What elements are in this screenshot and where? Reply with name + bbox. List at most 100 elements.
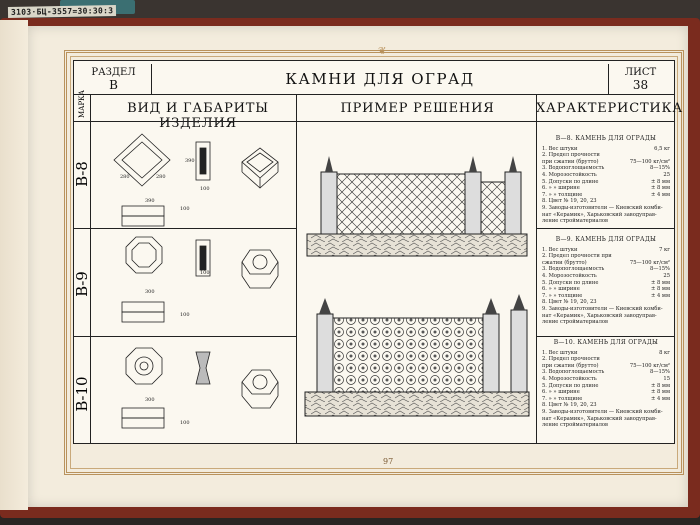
dim-label: 100 bbox=[180, 420, 190, 426]
sheet-label: ЛИСТ bbox=[624, 67, 657, 78]
spec-line-value: 25 bbox=[663, 171, 670, 178]
spec-line-label: 3. Водопоглощаемость bbox=[542, 266, 605, 273]
section-box: РАЗДЕЛ В bbox=[76, 64, 152, 94]
spec-line-label: ление стройматериалов bbox=[542, 218, 608, 225]
spec-line: 8. Цвет № 19, 20, 23 bbox=[542, 299, 670, 306]
spec-line-value: 8 кг bbox=[659, 349, 670, 356]
spec-line-label: 2. Предел прочности bbox=[542, 152, 600, 159]
ornament-icon: ❦ bbox=[378, 46, 387, 57]
spec-line: 9. Заводы-изготовители — Киевский комби- bbox=[542, 306, 670, 313]
spec-line-value: ± 8 мм bbox=[650, 286, 670, 293]
spec-line-label: при сжатии (брутто) bbox=[542, 158, 599, 165]
dim-label: 390 bbox=[145, 198, 155, 204]
spec-line-value: 75—100 кг/см² bbox=[629, 259, 670, 266]
book-spine bbox=[0, 20, 28, 510]
row-divider bbox=[73, 336, 296, 337]
spec-line-label: 9. Заводы-изготовители — Киевский комби- bbox=[542, 204, 663, 211]
spec-title: В—9. КАМЕНЬ ДЛЯ ОГРАДЫ bbox=[555, 236, 657, 243]
b9-bottom-view bbox=[121, 301, 165, 323]
spec-line: 7. » » толщине± 4 мм bbox=[542, 396, 670, 403]
spec-line-label: нат «Керамик», Харьковский заводуправ- bbox=[542, 415, 657, 422]
column-header-view: ВИД И ГАБАРИТЫ ИЗДЕЛИЯ bbox=[127, 101, 269, 131]
header-divider bbox=[73, 94, 675, 95]
spec-line: при сжатии (брутто)75—100 кг/см² bbox=[542, 159, 670, 166]
spec-line: ление стройматериалов bbox=[542, 218, 670, 225]
spec-line: 5. Допуски по длине± 8 мм bbox=[542, 383, 670, 390]
spec-line-label: 6. » » ширине bbox=[542, 185, 580, 192]
spec-line-value: ± 8 мм bbox=[650, 382, 670, 389]
spec-line-label: 6. » » ширине bbox=[542, 389, 580, 396]
dim-label: 300 bbox=[145, 397, 155, 403]
spec-line: 6. » » ширине± 8 мм bbox=[542, 185, 670, 192]
spec-line-label: 3. Водопоглощаемость bbox=[542, 369, 605, 376]
spec-line-label: 2. Предел прочности bbox=[542, 356, 600, 363]
spec-line-label: 8. Цвет № 19, 20, 23 bbox=[542, 198, 597, 205]
spec-line-value: 8—15% bbox=[649, 266, 670, 273]
spec-line-label: 2. Предел прочности при bbox=[542, 253, 612, 260]
spec-line-label: ление стройматериалов bbox=[542, 422, 608, 429]
spec-line: 2. Предел прочности bbox=[542, 152, 670, 159]
spec-line: 3. Водопоглощаемость 8—15% bbox=[542, 266, 670, 273]
spec-line-label: 1. Вес штуки bbox=[542, 145, 578, 152]
b10-side-view bbox=[195, 351, 211, 385]
spec-line-value: 15 bbox=[663, 375, 670, 382]
b8-diamond-view bbox=[113, 133, 171, 187]
spec-line-value: ± 4 мм bbox=[650, 292, 670, 299]
page-number: 97 bbox=[383, 457, 394, 466]
spec-line: 7. » » толщине± 4 мм bbox=[542, 293, 670, 300]
column-header-marka: МАРКА bbox=[78, 90, 86, 118]
spec-title: В—8. КАМЕНЬ ДЛЯ ОГРАДЫ bbox=[555, 135, 657, 142]
dim-label: 280 bbox=[120, 174, 130, 180]
spec-line-label: 6. » » ширине bbox=[542, 286, 580, 293]
sheet-box: ЛИСТ 38 bbox=[608, 64, 672, 94]
sheet-value: 38 bbox=[632, 78, 649, 92]
spec-line-label: 5. Допуски по длине bbox=[542, 178, 599, 185]
spec-line: сжатии (брутто)75—100 кг/см² bbox=[542, 260, 670, 267]
ornamental-frame bbox=[64, 50, 684, 475]
spec-line-label: 9. Заводы-изготовители — Киевский комби- bbox=[542, 305, 663, 312]
b8-bottom-view bbox=[121, 205, 165, 227]
spec-line-label: при сжатии (брутто) bbox=[542, 362, 599, 369]
spec-line-label: нат «Керамик», Харьковский заводуправ- bbox=[542, 312, 657, 319]
spec-divider bbox=[536, 228, 675, 229]
spec-line: 8. Цвет № 19, 20, 23 bbox=[542, 198, 670, 205]
spec-line: 5. Допуски по длине± 8 мм bbox=[542, 280, 670, 287]
spec-line-label: 7. » » толщине bbox=[542, 395, 583, 402]
spec-line: 9. Заводы-изготовители — Киевский комби- bbox=[542, 409, 670, 416]
spec-line: нат «Керамик», Харьковский заводуправ- bbox=[542, 416, 670, 423]
fence-example-b10 bbox=[304, 294, 530, 417]
spec-line-value: ± 4 мм bbox=[650, 191, 670, 198]
dim-label: 100 bbox=[200, 270, 210, 276]
dim-label: 100 bbox=[180, 206, 190, 212]
spec-line-value: 7 кг bbox=[659, 246, 670, 253]
spec-line: нат «Керамик», Харьковский заводуправ- bbox=[542, 212, 670, 219]
spec-line: при сжатии (брутто)75—100 кг/см² bbox=[542, 363, 670, 370]
spec-line-value: ± 8 мм bbox=[650, 178, 670, 185]
spec-line-value: ± 8 мм bbox=[650, 389, 670, 396]
b10-rosette-view bbox=[125, 347, 163, 385]
section-value: В bbox=[109, 78, 118, 92]
mark-label-b10: В-10 bbox=[73, 376, 91, 412]
spec-line: 2. Предел прочности bbox=[542, 356, 670, 363]
spec-line-label: 8. Цвет № 19, 20, 23 bbox=[542, 299, 597, 306]
spec-line: нат «Керамик», Харьковский заводуправ- bbox=[542, 313, 670, 320]
inventory-stamp: 3103·БЦ-3557=30:30:3 bbox=[7, 5, 117, 18]
spec-line: 6. » » ширине ± 8 мм bbox=[542, 389, 670, 396]
spec-line-label: ление стройматериалов bbox=[542, 319, 608, 326]
b10-bottom-view bbox=[121, 407, 165, 429]
spec-line-label: 8. Цвет № 19, 20, 23 bbox=[542, 402, 597, 409]
b8-side-view bbox=[195, 141, 211, 181]
marka-divider bbox=[90, 94, 91, 444]
b9-side-view bbox=[195, 239, 211, 277]
spec-line: ление стройматериалов bbox=[542, 319, 670, 326]
dim-label: 390 bbox=[185, 158, 195, 164]
spec-line: 5. Допуски по длине ± 8 мм bbox=[542, 179, 670, 186]
